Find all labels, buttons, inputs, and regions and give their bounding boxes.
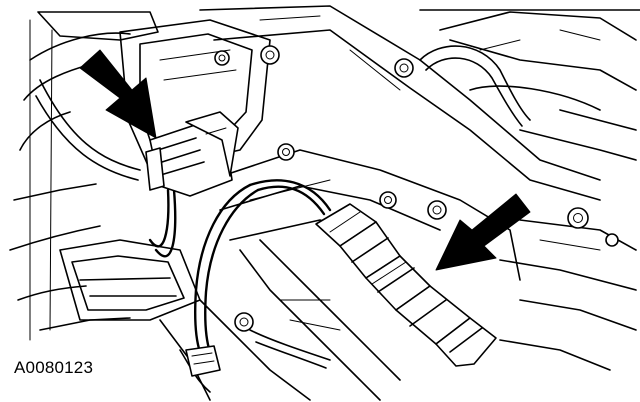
mounting-bolts bbox=[214, 45, 619, 332]
arrow-icon bbox=[435, 193, 531, 271]
upper-left-connector-arrow bbox=[79, 49, 157, 139]
bolt bbox=[605, 233, 619, 247]
harness-grommet bbox=[185, 345, 221, 377]
lower-right-connector-arrow bbox=[435, 193, 531, 271]
bolt bbox=[234, 312, 254, 332]
lower-electrical-connector bbox=[315, 203, 497, 367]
bolt bbox=[567, 207, 589, 229]
bolt bbox=[260, 45, 280, 65]
wiring-harness bbox=[35, 45, 531, 393]
bolt bbox=[214, 50, 230, 66]
bolt bbox=[379, 191, 397, 209]
bolt bbox=[394, 58, 414, 78]
arrow-icon bbox=[79, 49, 157, 139]
figure-id-label: A0080123 bbox=[14, 358, 94, 377]
bolt bbox=[277, 143, 295, 161]
engine-background-structure bbox=[9, 5, 640, 401]
upper-electrical-connector bbox=[145, 111, 239, 197]
bolt bbox=[427, 200, 447, 220]
